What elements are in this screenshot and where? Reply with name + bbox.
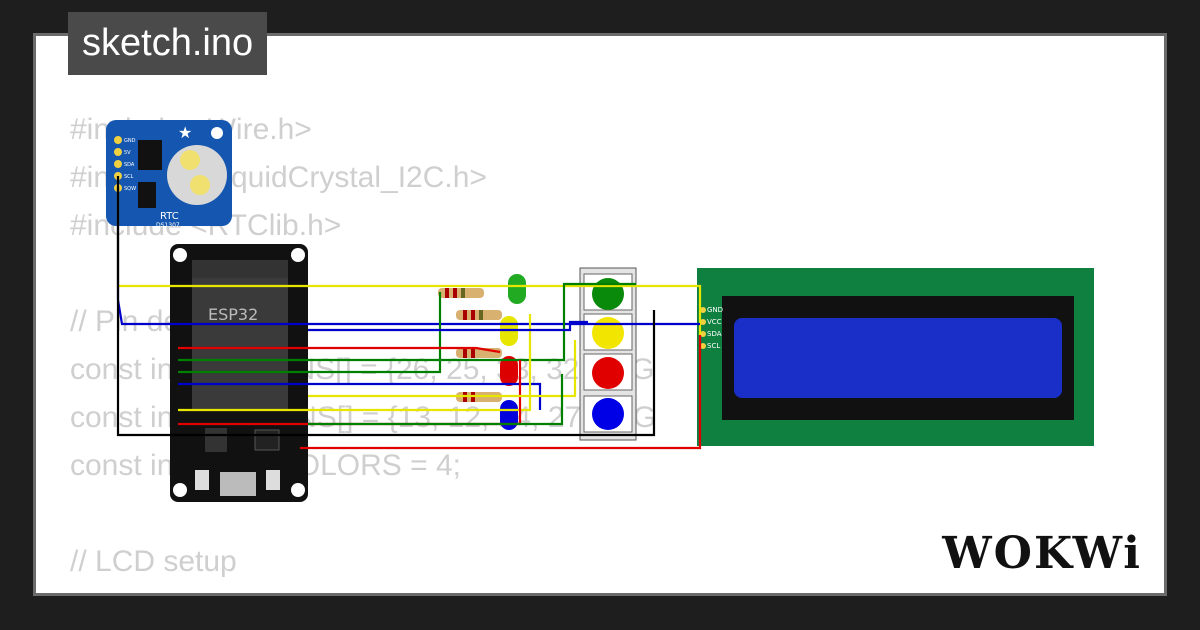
rtc-pin-label: SCL [124, 174, 134, 180]
code-line: // LCD setup [70, 545, 237, 578]
lcd-pin-label: SDA [707, 330, 722, 338]
wire-red [300, 335, 702, 450]
rtc-pin-label: 5V [124, 150, 131, 156]
rtc-pin-label: SDA [124, 162, 135, 168]
wire-green-1 [178, 292, 442, 374]
wire-yellow-3 [308, 340, 577, 398]
green-button[interactable] [592, 278, 624, 310]
esp32-label: ESP32 [208, 305, 258, 324]
wire-yellow-2 [178, 314, 532, 412]
wire-green-2 [178, 282, 636, 362]
wire-blue-3 [308, 320, 588, 332]
rtc-chip-label: DS1307 [156, 222, 180, 229]
wires [116, 176, 702, 450]
wokwi-logo: WOKWi [942, 528, 1142, 579]
lcd-pin-label: GND [707, 306, 723, 314]
file-title-tab[interactable]: sketch.ino [68, 12, 268, 75]
rtc-label: RTC [160, 211, 179, 222]
wire-blue-2 [178, 382, 542, 410]
rtc-pin-label: GND [124, 138, 136, 144]
lcd-display[interactable]: GND VCC SDA SCL [697, 268, 1094, 446]
led-stack[interactable] [500, 274, 526, 430]
wire-black [116, 176, 656, 437]
star-icon: ★ [178, 123, 192, 142]
esp32-board[interactable]: ESP32 [170, 244, 308, 502]
wire-green-3 [308, 374, 564, 426]
lcd-pin-label: SCL [707, 342, 720, 350]
blue-button[interactable] [592, 398, 624, 430]
rtc-pin-label: SQW [124, 186, 136, 192]
wire-red-2 [178, 346, 501, 354]
yellow-button[interactable] [592, 317, 624, 349]
red-button[interactable] [592, 357, 624, 389]
lcd-pin-label: VCC [707, 318, 722, 326]
rtc-module[interactable]: ★ RTC DS1307 GND 5V SDA SCL SQW [106, 120, 232, 229]
